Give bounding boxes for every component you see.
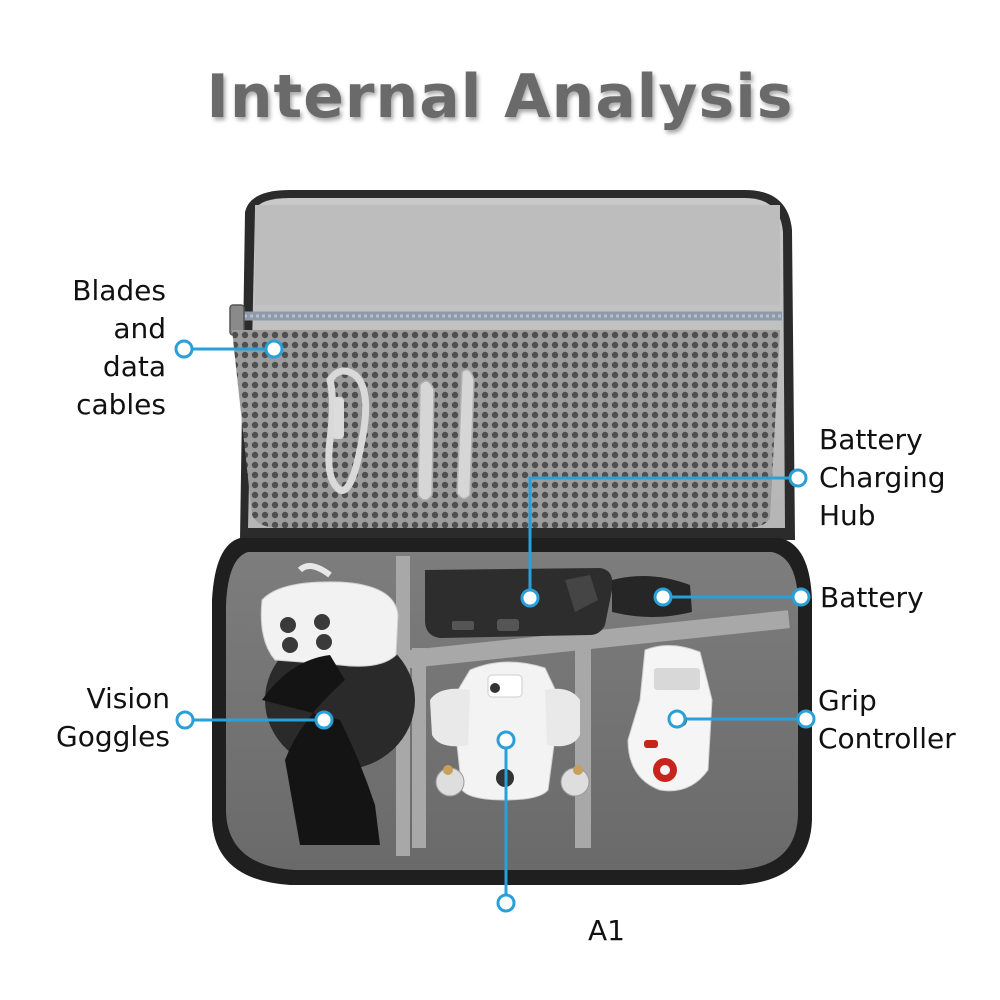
- callout-marker-icon: [791, 587, 811, 607]
- callout-charging-hub: [520, 468, 808, 608]
- callout-marker-icon: [314, 710, 334, 730]
- callout-marker-icon: [174, 339, 194, 359]
- spare-blades: [417, 369, 475, 501]
- callout-marker-icon: [788, 468, 808, 488]
- callout-vision-goggles: [175, 710, 334, 730]
- label-charging-hub: Battery Charging Hub: [819, 423, 946, 532]
- vision-goggles: [260, 563, 415, 845]
- callout-marker-icon: [653, 587, 673, 607]
- callout-blades-cables: [174, 339, 284, 359]
- label-vision-goggles: Vision Goggles: [56, 682, 170, 753]
- label-grip-controller: Grip Controller: [818, 684, 956, 755]
- battery-item: [612, 576, 692, 617]
- callout-marker-icon: [264, 339, 284, 359]
- label-blades-cables: Blades and data cables: [72, 274, 166, 421]
- label-battery: Battery: [820, 581, 924, 614]
- page-title: Internal Analysis: [206, 62, 794, 132]
- label-a1: A1: [588, 914, 625, 947]
- callout-marker-icon: [520, 588, 540, 608]
- usb-cable: [325, 367, 370, 494]
- callout-grip-controller: [667, 709, 816, 729]
- callout-marker-icon: [496, 730, 516, 750]
- callout-marker-icon: [175, 710, 195, 730]
- case-lid: [229, 190, 795, 540]
- callout-a1: [496, 730, 516, 913]
- callout-marker-icon: [667, 709, 687, 729]
- charging-hub: [425, 568, 613, 638]
- drone-a1: [430, 661, 590, 801]
- mesh-pocket: [232, 330, 780, 528]
- callout-marker-icon: [496, 893, 516, 913]
- callout-battery: [653, 587, 811, 607]
- callout-marker-icon: [796, 709, 816, 729]
